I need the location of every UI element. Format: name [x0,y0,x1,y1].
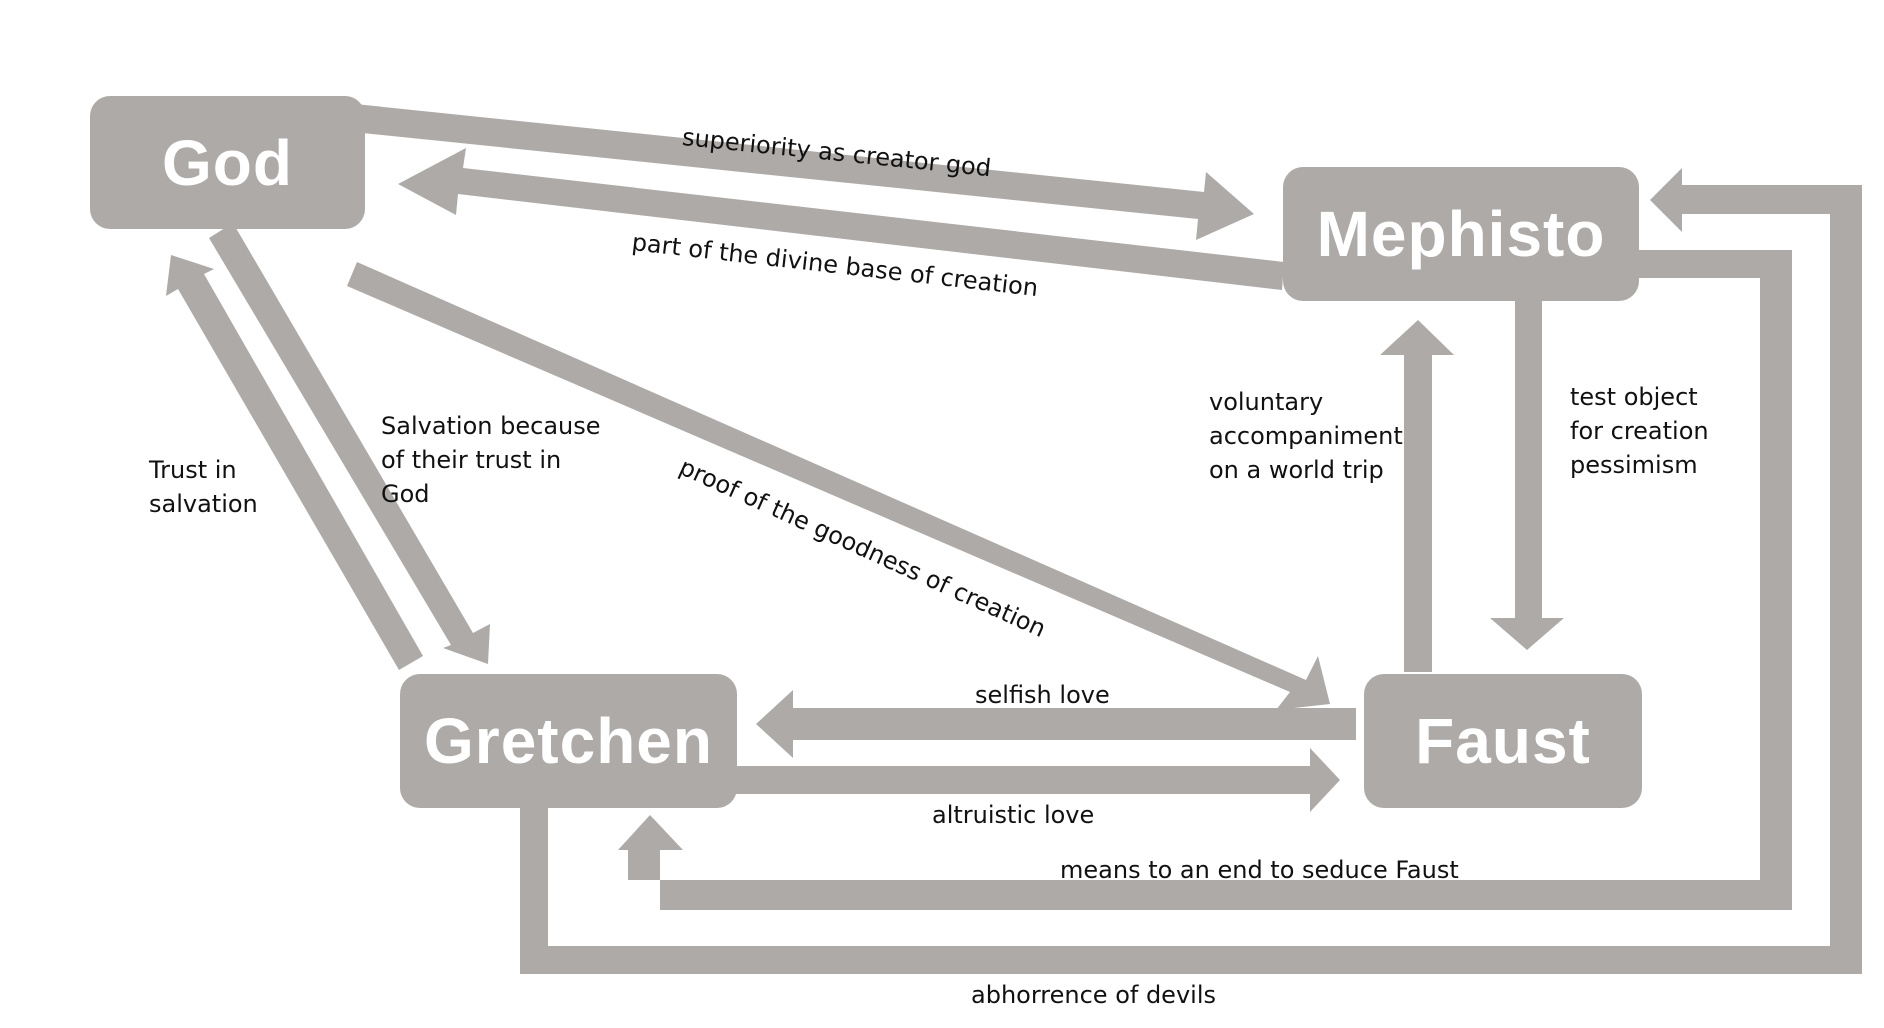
arrow-selfish-love [756,690,1356,758]
label-trust: Trust in salvation [149,456,258,518]
arrow-altruistic-love [730,748,1340,812]
node-god-label: God [162,126,293,199]
node-mephisto-label: Mephisto [1316,198,1606,270]
node-faust-label: Faust [1415,705,1591,777]
node-faust: Faust [1364,674,1642,808]
arrow-superiority [353,104,1254,240]
node-gretchen: Gretchen [400,674,737,808]
label-altruistic-love: altruistic love [932,801,1095,829]
label-selfish-love: selfish love [975,681,1110,709]
label-voluntary: voluntary accompaniment on a world trip [1209,388,1403,484]
node-gretchen-label: Gretchen [424,705,713,777]
label-salvation: Salvation because of their trust in God [381,412,601,508]
arrow-salvation [209,223,490,664]
node-mephisto: Mephisto [1283,167,1639,301]
arrow-divine-base [398,148,1284,290]
node-god: God [90,96,365,229]
label-means-to-end: means to an end to seduce Faust [1060,856,1459,884]
arrow-trust [166,255,423,670]
label-abhorrence: abhorrence of devils [971,981,1216,1009]
arrow-proof-goodness [347,262,1330,710]
arrow-test-object [1490,296,1564,650]
label-test-object: test object for creation pessimism [1570,383,1709,479]
arrow-means-to-end [618,250,1792,910]
arrow-voluntary [1380,320,1454,672]
